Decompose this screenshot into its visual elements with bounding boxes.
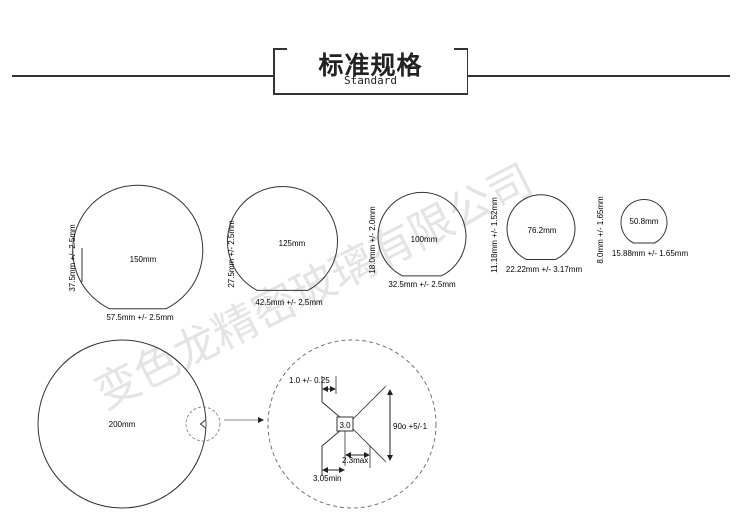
wafer-100-outline [377,191,467,277]
depth-label: 1.0 +/- 0.25 [289,376,330,385]
wafer-76: 76.2mm 11.18mm +/- 1.52mm 22.22mm +/- 3.… [490,194,583,274]
wafer-50-height: 8.0mm +/- 1.65mm [596,196,605,264]
angle-label: 90o +5/-1 [393,422,428,431]
wafer-100-height: 18.0mm +/- 2.0mm [368,206,377,274]
page-subtitle: Standard [344,74,397,87]
wafer-100-diameter: 100mm [411,235,438,244]
wafer-50-outline [620,199,668,244]
wafer-100-flat: 32.5mm +/- 2.5mm [388,280,456,289]
angle-guide-lower [347,423,387,463]
wafer-200-outline [37,339,207,509]
title-frame: 标准规格 Standard [273,46,468,95]
notch-highlight-circle [185,406,221,442]
wafer-76-outline [506,194,576,260]
wafer-76-height: 11.18mm +/- 1.52mm [490,197,499,273]
wafer-76-flat: 22.22mm +/- 3.17mm [506,265,583,274]
wafer-125-height: 27.5mm +/- 2.5mm [227,220,236,288]
width-label: 2.3max [342,456,368,465]
wafer-150: 150mm 37.5mm +/- 2.5mm 57.5mm +/- 2.5mm [68,184,204,322]
wafer-76-diameter: 76.2mm [528,226,557,235]
wafer-200-diameter: 200mm [109,420,136,429]
wafer-200-notch [199,419,206,429]
min-label: 3.05min [313,474,341,483]
wafer-125-diameter: 125mm [279,239,306,248]
wafer-100: 100mm 18.0mm +/- 2.0mm 32.5mm +/- 2.5mm [368,191,467,289]
wafer-125: 125mm 27.5mm +/- 2.5mm 42.5mm +/- 2.5mm [227,186,338,307]
angle-guide-upper [347,385,387,425]
wafer-200: 200mm [37,339,264,509]
header-rule-left [12,75,274,77]
pin-box-label: 3.0 [339,421,351,430]
wafer-150-flat: 57.5mm +/- 2.5mm [106,313,174,322]
notch-detail: 90o +5/-1 1.0 +/- 0.25 3.0 2.3max 3.05mi… [267,339,437,509]
detail-circle [267,339,437,509]
wafer-125-outline [227,186,338,291]
wafer-125-flat: 42.5mm +/- 2.5mm [255,298,323,307]
wafer-150-height: 37.5mm +/- 2.5mm [68,224,77,292]
header-rule-right [468,75,730,77]
wafer-150-outline [72,184,204,310]
wafer-150-diameter: 150mm [130,255,157,264]
wafer-50-flat: 15.88mm +/- 1.65mm [612,249,689,258]
wafer-50-diameter: 50.8mm [630,217,659,226]
wafer-50: 50.8mm 8.0mm +/- 1.65mm 15.88mm +/- 1.65… [596,196,688,264]
page-title: 标准规格 [293,46,448,82]
